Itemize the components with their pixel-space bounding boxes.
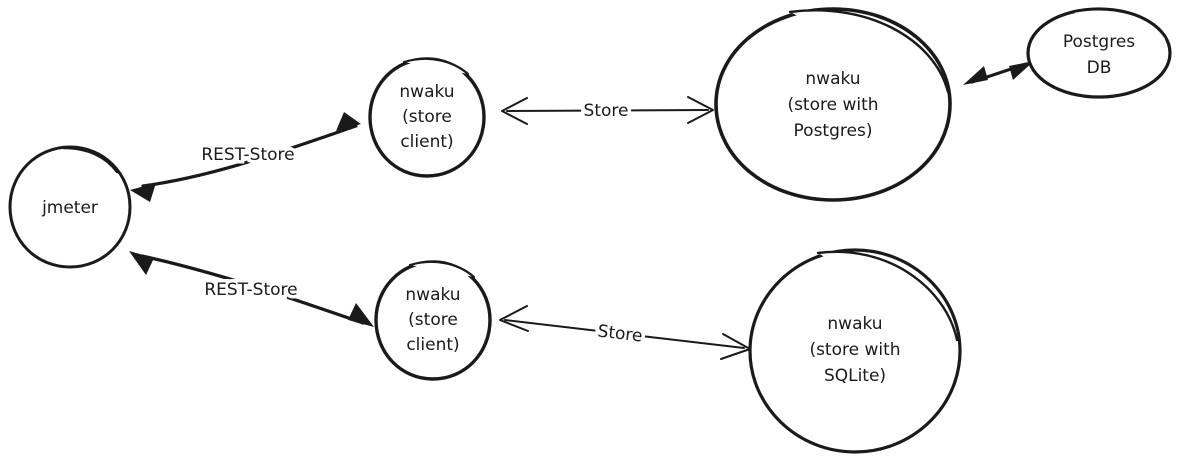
- edge-line: [140, 254, 365, 325]
- node-store-postgres[interactable]: nwaku (store with Postgres): [714, 7, 952, 202]
- node-label-line: DB: [1087, 58, 1112, 78]
- edge-label-store-bottom: Store: [597, 321, 644, 346]
- arrowhead-to-postgres-node: [963, 66, 988, 85]
- arrowhead-to-postgres-db: [1009, 61, 1034, 80]
- node-sketch-overstroke: [816, 250, 959, 342]
- node-label-line: Postgres: [1063, 32, 1135, 52]
- arrowhead-to-postgres: [687, 96, 714, 124]
- node-label-line: (store: [408, 310, 458, 330]
- node-shape-circle: [374, 260, 492, 381]
- node-store-client-top[interactable]: nwaku (store client): [368, 57, 486, 178]
- node-store-sqlite[interactable]: nwaku (store with SQLite): [748, 248, 962, 454]
- node-store-client-bottom[interactable]: nwaku (store client): [374, 260, 492, 381]
- node-label-line: SQLite): [824, 366, 886, 386]
- node-label-line: (store with: [787, 95, 878, 115]
- node-sketch-overstroke: [1070, 8, 1169, 42]
- node-sketch-overstroke: [402, 57, 470, 76]
- arrowhead-to-jmeter-bottom: [129, 251, 154, 275]
- edge-client-top-to-postgres: Store: [501, 96, 714, 125]
- edge-label-store-top: Store: [584, 101, 629, 121]
- arrowhead-to-client-top: [336, 112, 361, 131]
- edge-label-rest-store-top: REST-Store: [201, 145, 294, 165]
- node-label-line: (store: [402, 107, 452, 127]
- edge-line: [504, 319, 745, 349]
- node-sketch-overstroke: [62, 146, 119, 174]
- node-label-line: nwaku: [805, 69, 860, 89]
- arrowhead-to-jmeter-top: [130, 183, 156, 202]
- node-label-line: (store with: [809, 340, 900, 360]
- node-label-line: nwaku: [827, 314, 882, 334]
- node-label-line: Postgres): [794, 121, 873, 141]
- arrowhead-to-client-top: [501, 97, 528, 125]
- node-sketch-overstroke: [408, 260, 476, 279]
- edge-jmeter-to-client-bottom: REST-Store: [129, 251, 374, 327]
- arrowhead-to-client-bottom: [499, 305, 529, 332]
- node-postgres-db[interactable]: Postgres DB: [1026, 7, 1172, 99]
- node-label-line: nwaku: [405, 285, 460, 305]
- node-label-line: jmeter: [41, 198, 98, 218]
- node-label-line: client): [400, 132, 453, 152]
- node-label-line: client): [406, 335, 459, 355]
- edge-line: [506, 109, 709, 112]
- node-shape-circle: [368, 57, 486, 178]
- edge-postgres-to-db: [963, 61, 1034, 85]
- node-sketch-overstroke: [788, 9, 950, 94]
- node-label-line: nwaku: [399, 82, 454, 102]
- edge-label-rest-store-bottom: REST-Store: [204, 280, 297, 300]
- edge-line: [141, 124, 358, 188]
- arrowhead-to-client-bottom: [348, 303, 374, 327]
- edge-client-bottom-to-sqlite: Store: [499, 305, 751, 360]
- edge-jmeter-to-client-top: REST-Store: [130, 112, 361, 202]
- node-jmeter[interactable]: jmeter: [8, 145, 132, 269]
- node-shape-circle: [8, 145, 132, 269]
